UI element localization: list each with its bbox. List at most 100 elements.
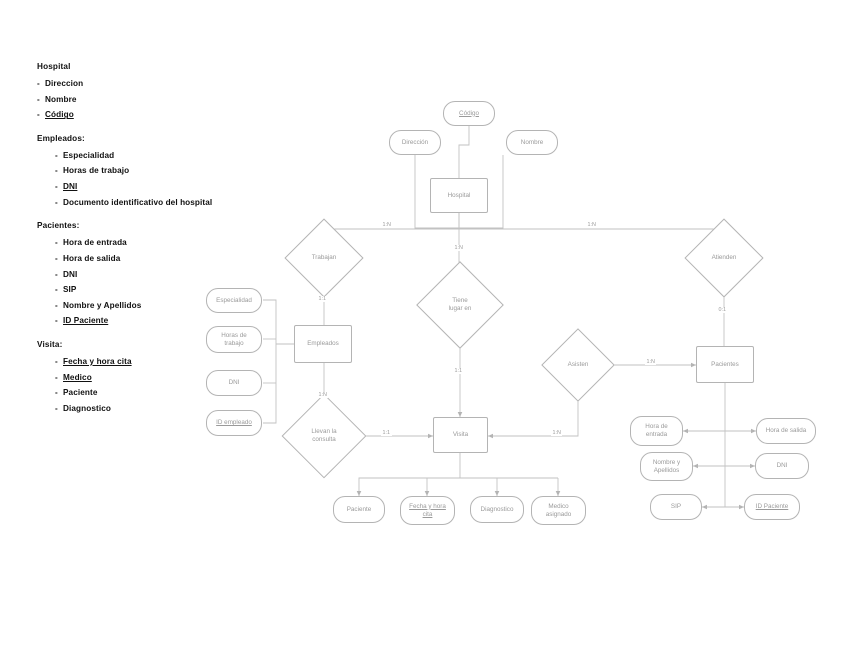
attribute-label: Código (459, 109, 479, 117)
cardinality-atienden-pacientes: 0:1 (717, 307, 728, 313)
relationship-atienden[interactable]: Atienden (684, 218, 764, 298)
attribute-label: DNI (228, 379, 240, 387)
cardinality-llevan-visita: 1:1 (381, 430, 392, 436)
notes-heading: Hospital (37, 62, 71, 71)
notes-list: -Especialidad-Horas de trabajo-DNI-Docum… (55, 150, 287, 208)
cardinality-trabajan-empleados: 1:1 (317, 296, 328, 302)
bullet-dash: - (55, 300, 58, 310)
notes-list-item: -DNI (55, 182, 287, 192)
cardinality-asisten-visita: 1:N (551, 430, 563, 436)
attribute-id-paciente[interactable]: ID Paciente (744, 494, 800, 520)
attribute-dni-paciente[interactable]: DNI (755, 453, 809, 479)
cardinality-asisten-pacientes: 1:N (645, 359, 657, 365)
cardinality-hosp-atienden: 1:N (586, 222, 598, 228)
bullet-dash: - (55, 269, 58, 279)
notes-heading: Visita: (37, 339, 63, 349)
entity-pacientes[interactable]: Pacientes (696, 346, 754, 383)
attribute-label: Especialidad (216, 296, 252, 304)
relationship-label: Trabajan (311, 254, 337, 262)
notes-item-label: SIP (63, 285, 77, 295)
bullet-dash: - (37, 79, 40, 89)
notes-list: -Hora de entrada-Hora de salida-DNI-SIP-… (55, 239, 287, 326)
attribute-paciente-attr[interactable]: Paciente (333, 496, 385, 523)
attribute-label: ID Paciente (755, 503, 789, 511)
attribute-id-empleado[interactable]: ID empleado (206, 410, 262, 436)
entity-hospital[interactable]: Hospital (430, 178, 488, 213)
entity-label: Empleados (307, 340, 339, 348)
notes-item-label: Especialidad (63, 150, 115, 160)
notes-list-item: -Especialidad (55, 150, 287, 161)
notes-list-item: -Hora de entrada (55, 239, 287, 248)
notes-list-item: -SIP (55, 286, 287, 295)
notes-item-label: Horas de trabajo (63, 166, 130, 176)
attribute-hora-de-salida[interactable]: Hora de salida (756, 418, 816, 444)
notes-list-item: -ID Paciente (55, 317, 287, 326)
attribute-label: ID empleado (216, 419, 252, 427)
cardinality-empleados-llevan: 1:N (317, 392, 329, 398)
attribute-diagnostico[interactable]: Diagnostico (470, 496, 524, 523)
notes-item-label: Paciente (63, 388, 98, 398)
notes-list-item: -Fecha y hora cita (55, 356, 287, 367)
entity-visita[interactable]: Visita (433, 417, 488, 453)
entity-label: Visita (452, 431, 469, 439)
attribute-label: SIP (670, 503, 682, 511)
notes-item-label: DNI (63, 182, 78, 192)
attribute-direccion[interactable]: Dirección (389, 130, 441, 155)
notes-list-item: -Diagnostico (55, 403, 287, 414)
notes-list-item: -Nombre (37, 94, 287, 105)
bullet-dash: - (37, 110, 40, 120)
notes-list-item: -Direccion (37, 79, 287, 89)
entity-label: Hospital (447, 191, 471, 199)
notes-list: -Fecha y hora cita-Medico-Paciente-Diagn… (55, 356, 287, 414)
attribute-especialidad[interactable]: Especialidad (206, 288, 262, 313)
bullet-dash: - (55, 166, 58, 176)
notes-heading: Empleados: (37, 133, 85, 143)
relationship-label: Atienden (711, 254, 737, 262)
cardinality-hosp-trabajan: 1:N (381, 222, 393, 228)
attribute-label: DNI (776, 462, 788, 470)
notes-item-label: Nombre (45, 94, 77, 104)
attribute-dni-empleado[interactable]: DNI (206, 370, 262, 396)
bullet-dash: - (37, 94, 40, 104)
attribute-sip[interactable]: SIP (650, 494, 702, 520)
notes-item-label: Direccion (45, 79, 84, 89)
bullet-dash: - (55, 356, 58, 366)
attribute-label: Dirección (401, 138, 429, 146)
notes-list-item: -Documento identificativo del hospital (55, 197, 287, 208)
bullet-dash: - (55, 372, 58, 382)
notes-list-item: -Medico (55, 372, 287, 383)
notes-item-label: Hora de entrada (63, 238, 127, 248)
cardinality-tiene-visita: 1:1 (453, 368, 464, 374)
bullet-dash: - (55, 316, 58, 326)
notes-list-item: -DNI (55, 269, 287, 280)
attribute-codigo[interactable]: Código (443, 101, 495, 126)
notes-list-item: -Horas de trabajo (55, 167, 287, 176)
relationship-asisten[interactable]: Asisten (541, 328, 615, 402)
notes-item-label: Código (45, 110, 74, 120)
attribute-nombre[interactable]: Nombre (506, 130, 558, 155)
notes-item-label: Documento identificativo del hospital (63, 197, 213, 207)
relationship-trabajan[interactable]: Trabajan (284, 218, 364, 298)
notes-item-label: Hora de salida (63, 253, 121, 263)
bullet-dash: - (55, 403, 58, 413)
entity-empleados[interactable]: Empleados (294, 325, 352, 363)
attribute-label: Diagnostico (480, 505, 514, 513)
notes-item-label: Nombre y Apellidos (63, 300, 142, 310)
notes-item-label: Fecha y hora cita (63, 356, 132, 366)
notes-list-item: -Hora de salida (55, 253, 287, 264)
entity-label: Pacientes (711, 360, 739, 368)
notes-item-label: Diagnostico (63, 403, 111, 413)
